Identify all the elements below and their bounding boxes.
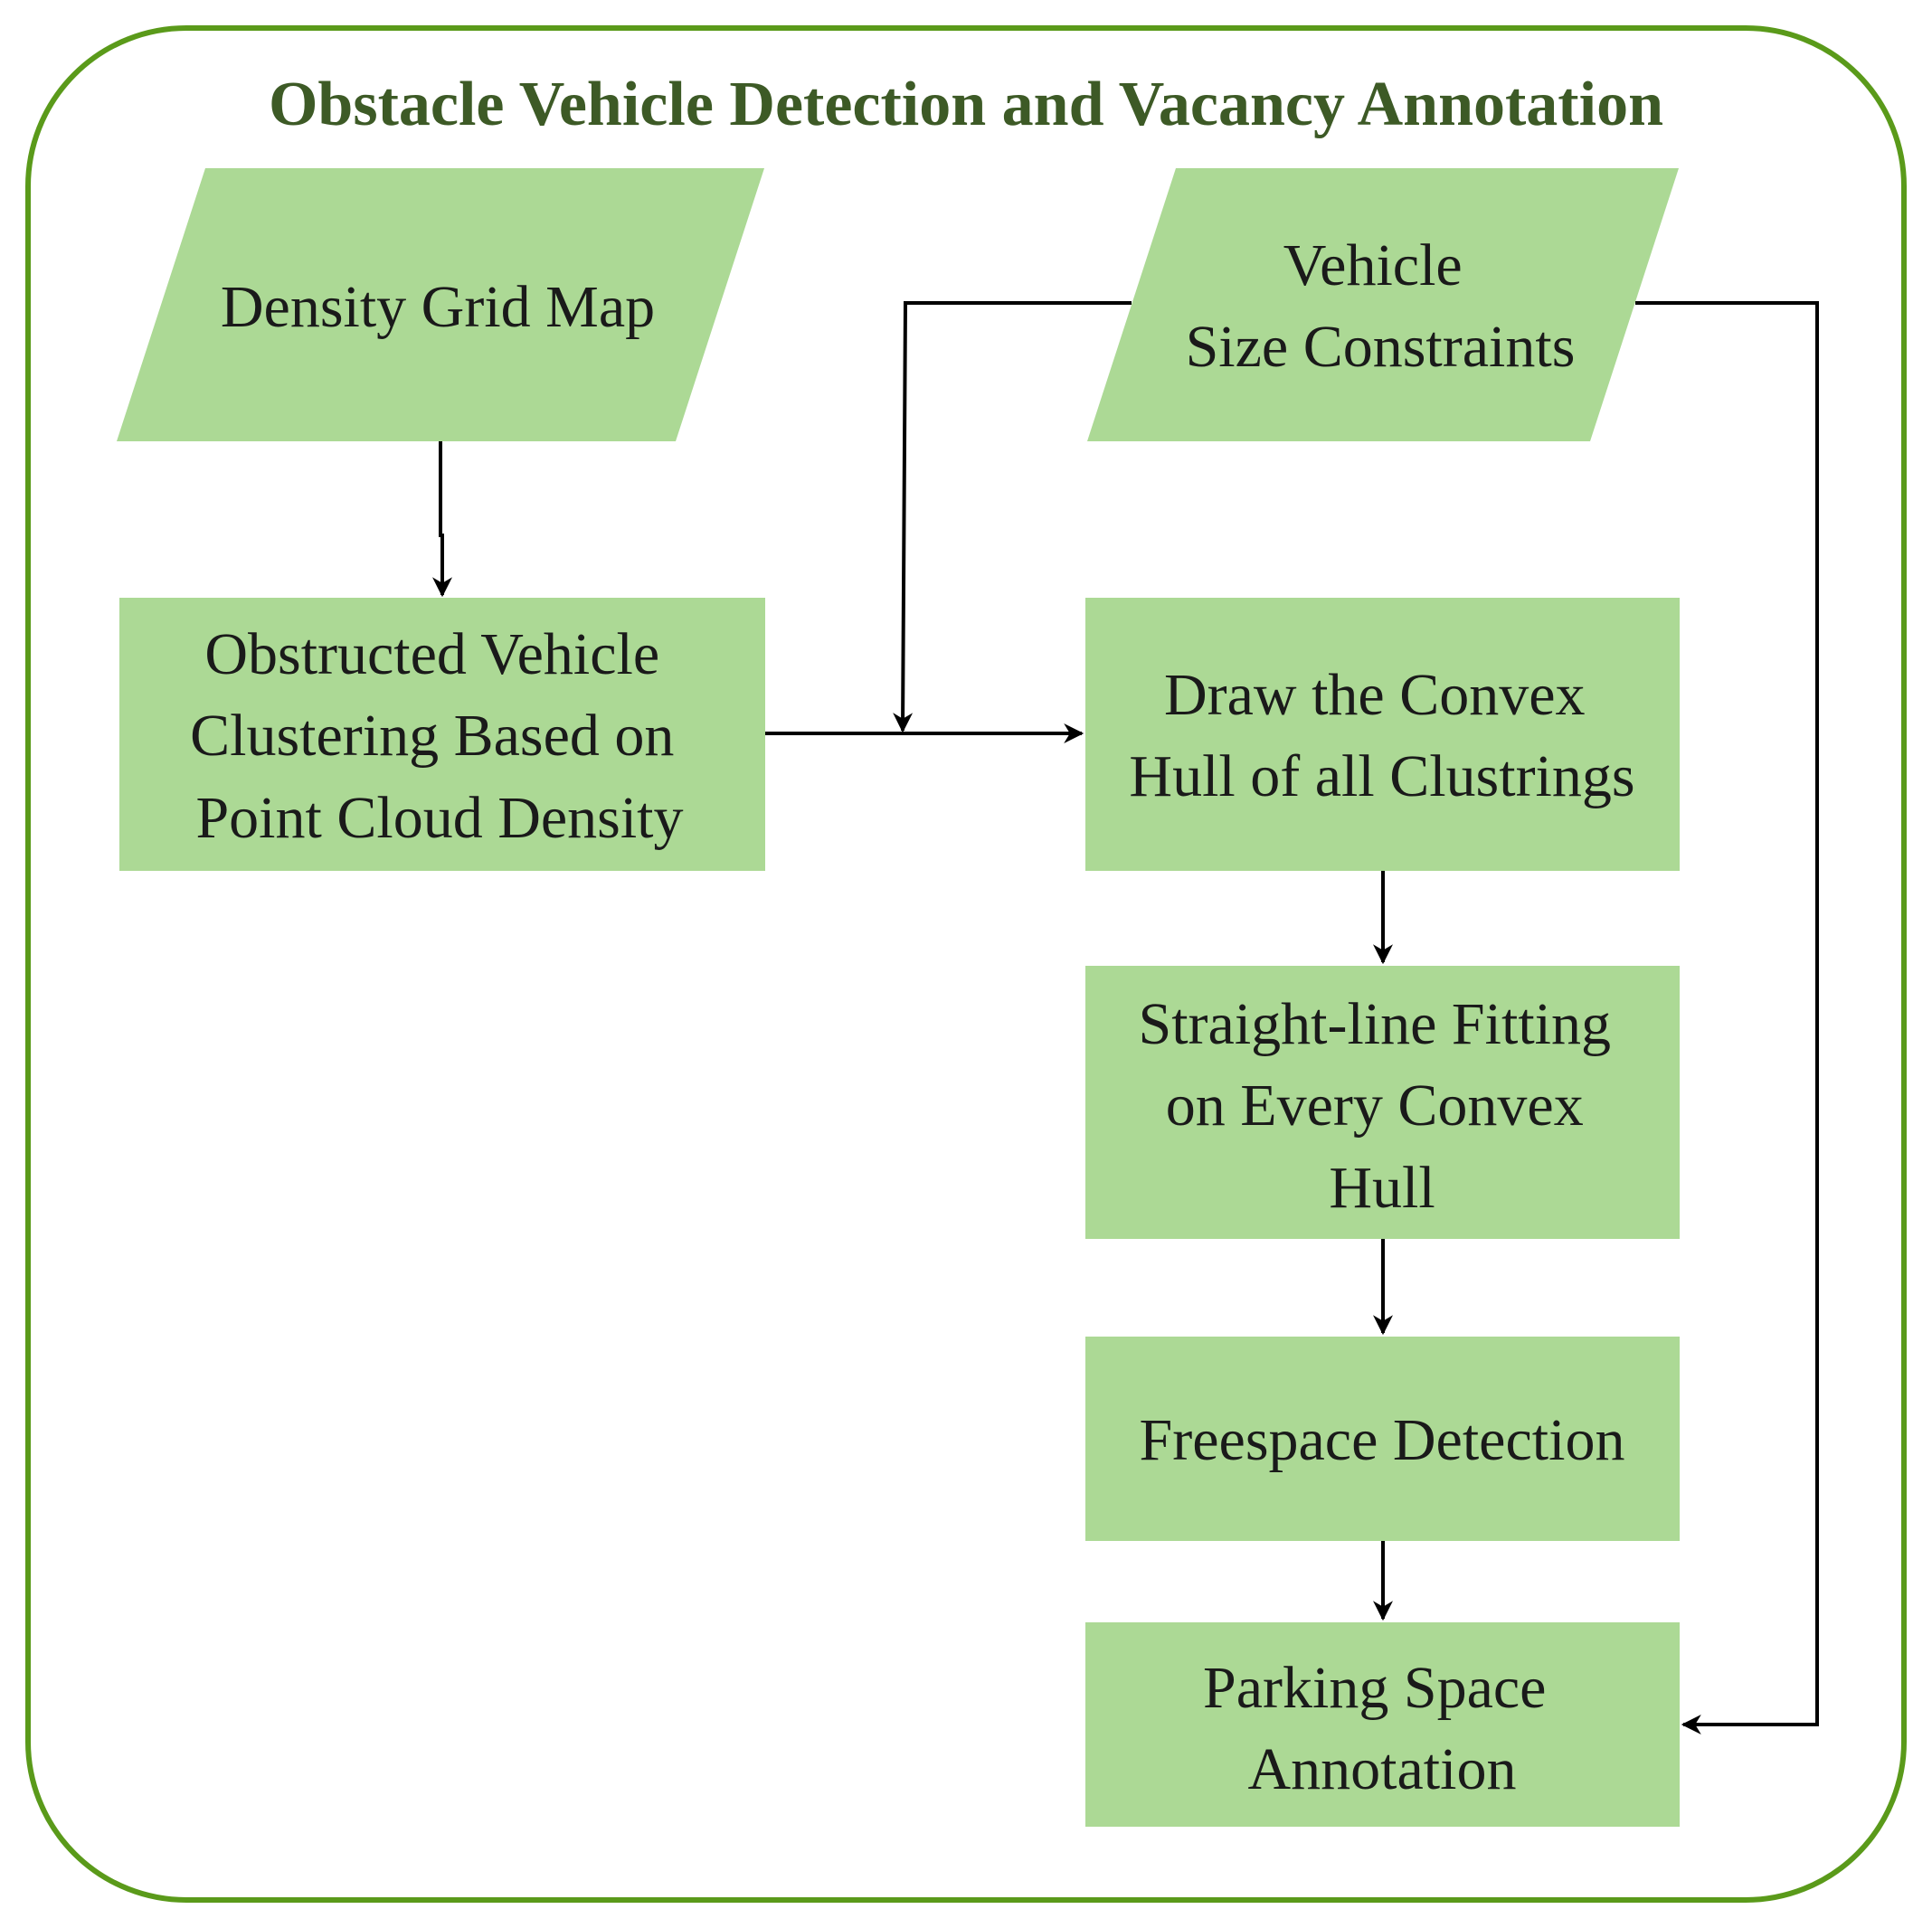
parking-space-annotation-node: [1085, 1622, 1680, 1827]
straight-line-fitting-label: Straight-line Fitting on Every Convex Hu…: [1139, 991, 1626, 1221]
density-grid-map-node: [117, 168, 764, 441]
draw-convex-hull-node: [1085, 598, 1680, 871]
obstructed-vehicle-clustering-node: [119, 598, 765, 871]
edge-size-constraints-to-parking-annotation: [1635, 301, 1819, 1734]
density-grid-map-label: Density Grid Map: [221, 274, 655, 340]
edge-density-to-clustering: [432, 441, 452, 598]
edge-size-constraints-to-convex-hull: [893, 301, 1132, 733]
draw-convex-hull-label: Draw the Convex Hull of all Clustrings: [1129, 662, 1634, 809]
vehicle-size-constraints-label: Vehicle Size Constraints: [1186, 232, 1576, 380]
vehicle-size-constraints-node: [1087, 168, 1679, 441]
parking-space-annotation-label: Parking Space Annotation: [1203, 1655, 1561, 1802]
obstructed-vehicle-clustering-label: Obstructed Vehicle Clustering Based on P…: [190, 621, 689, 851]
diagram-title: Obstacle Vehicle Detection and Vacancy A…: [269, 70, 1663, 139]
freespace-detection-node: [1085, 1337, 1680, 1541]
freespace-detection-label: Freespace Detection: [1140, 1407, 1625, 1473]
straight-line-fitting-node: [1085, 966, 1680, 1239]
